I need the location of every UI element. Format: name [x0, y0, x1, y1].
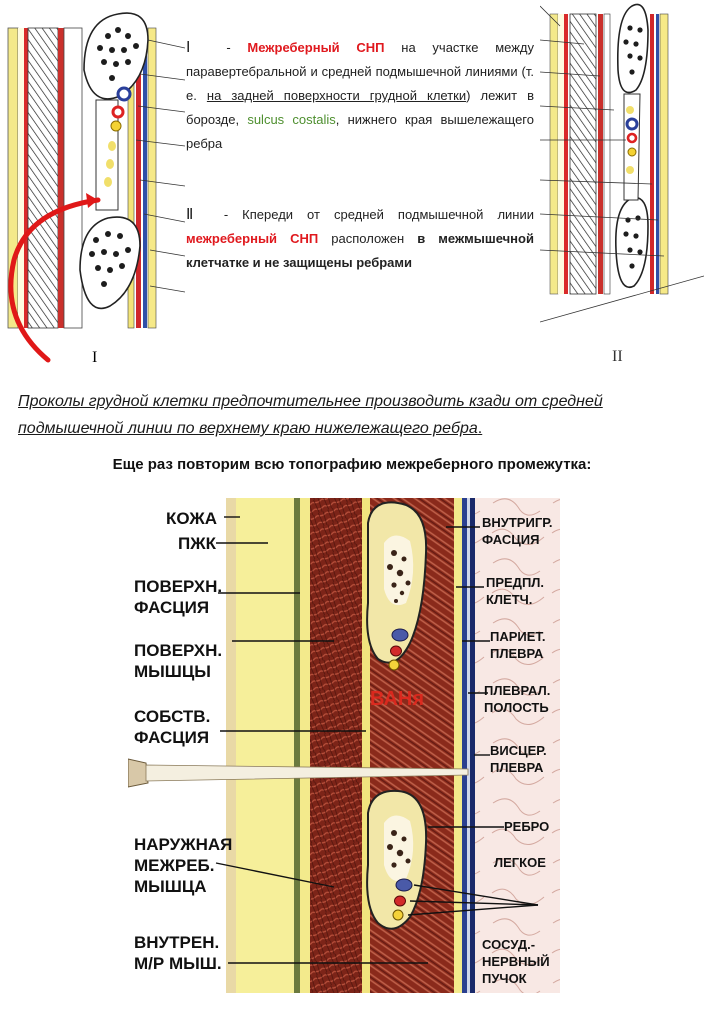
paragraph-1-underlined: на задней поверхности грудной клетки	[206, 88, 467, 103]
paragraph-1-text-b: ) лежит в борозде,	[186, 88, 535, 127]
paragraph-2-bold: в межмышечной клетчатке и не защищены ре…	[186, 231, 534, 270]
paragraph-1-text-a: на участке между паравертебральной и сре…	[186, 40, 534, 103]
label-skin: КОЖА	[166, 509, 218, 528]
paragraph-posterior-nerve: Ⅰ - Межреберный СНП на участке между пар…	[186, 36, 534, 156]
label-internal-intercostal: ВНУТРЕН. М/Р МЫШ.	[134, 933, 222, 973]
figure-1-numeral: I	[92, 349, 97, 366]
label-pleural-cavity: ПЛЕВРАЛ. ПОЛОСТЬ	[484, 683, 551, 715]
label-subcutaneous-fat: ПЖК	[178, 534, 216, 553]
latin-sulcus-costalis: sulcus costalis	[247, 112, 336, 127]
label-parietal-pleura: ПАРИЕТ. ПЛЕВРА	[490, 629, 546, 661]
section-heading: Еще раз повторим всю топографию межребер…	[112, 456, 592, 473]
label-superficial-fascia: ПОВЕРХН. ФАСЦИЯ	[134, 577, 223, 617]
term-intercostal-nerve-2: межреберный СНП	[186, 231, 319, 246]
watermark-vanya: ВАНя	[370, 688, 424, 710]
label-own-fascia: СОБСТВ. ФАСЦИЯ	[134, 707, 211, 747]
puncture-end: .	[477, 420, 483, 437]
puncture-text: Проколы грудной клетки предпочтительнее …	[18, 393, 603, 437]
label-preperitoneal-tissue: ПРЕДПЛ. КЛЕТЧ.	[486, 575, 545, 607]
puncture-recommendation: Проколы грудной клетки предпочтительнее …	[18, 388, 638, 442]
label-neurovascular-bundle: СОСУД.- НЕРВНЫЙ ПУЧОК	[482, 937, 550, 986]
label-endothoracic-fascia: ВНУТРИГР. ФАСЦИЯ	[482, 515, 553, 547]
label-superficial-muscles: ПОВЕРХН. МЫШЦЫ	[134, 641, 223, 681]
paragraph-2-text-a: - Кпереди от средней подмышечной линии	[223, 207, 535, 222]
paragraph-1-text-c: , нижнего края вышележащего ребра	[186, 112, 534, 151]
figure-2-numeral: II	[612, 348, 623, 365]
paragraph-2-numeral: Ⅱ	[186, 207, 204, 223]
intercostal-space-figure-1: I	[7, 12, 185, 366]
paragraph-2-text-b: расположен	[331, 231, 405, 246]
paragraph-1-dash: -	[226, 40, 231, 55]
label-rib: РЕБРО	[504, 819, 550, 834]
intercostal-space-figure-2	[540, 3, 704, 323]
term-intercostal-nerve: Межреберный СНП	[247, 40, 385, 55]
label-external-intercostal: НАРУЖНАЯ МЕЖРЕБ. МЫШЦА	[134, 835, 233, 896]
paragraph-anterior-nerve: Ⅱ - Кпереди от средней подмышечной линии…	[186, 203, 534, 275]
label-lung: ЛЕГКОЕ	[494, 855, 546, 870]
paragraph-1-numeral: Ⅰ	[186, 40, 204, 56]
intercostal-topography-diagram: ВАНя	[128, 498, 560, 993]
label-visceral-pleura: ВИСЦЕР. ПЛЕВРА	[490, 743, 547, 775]
